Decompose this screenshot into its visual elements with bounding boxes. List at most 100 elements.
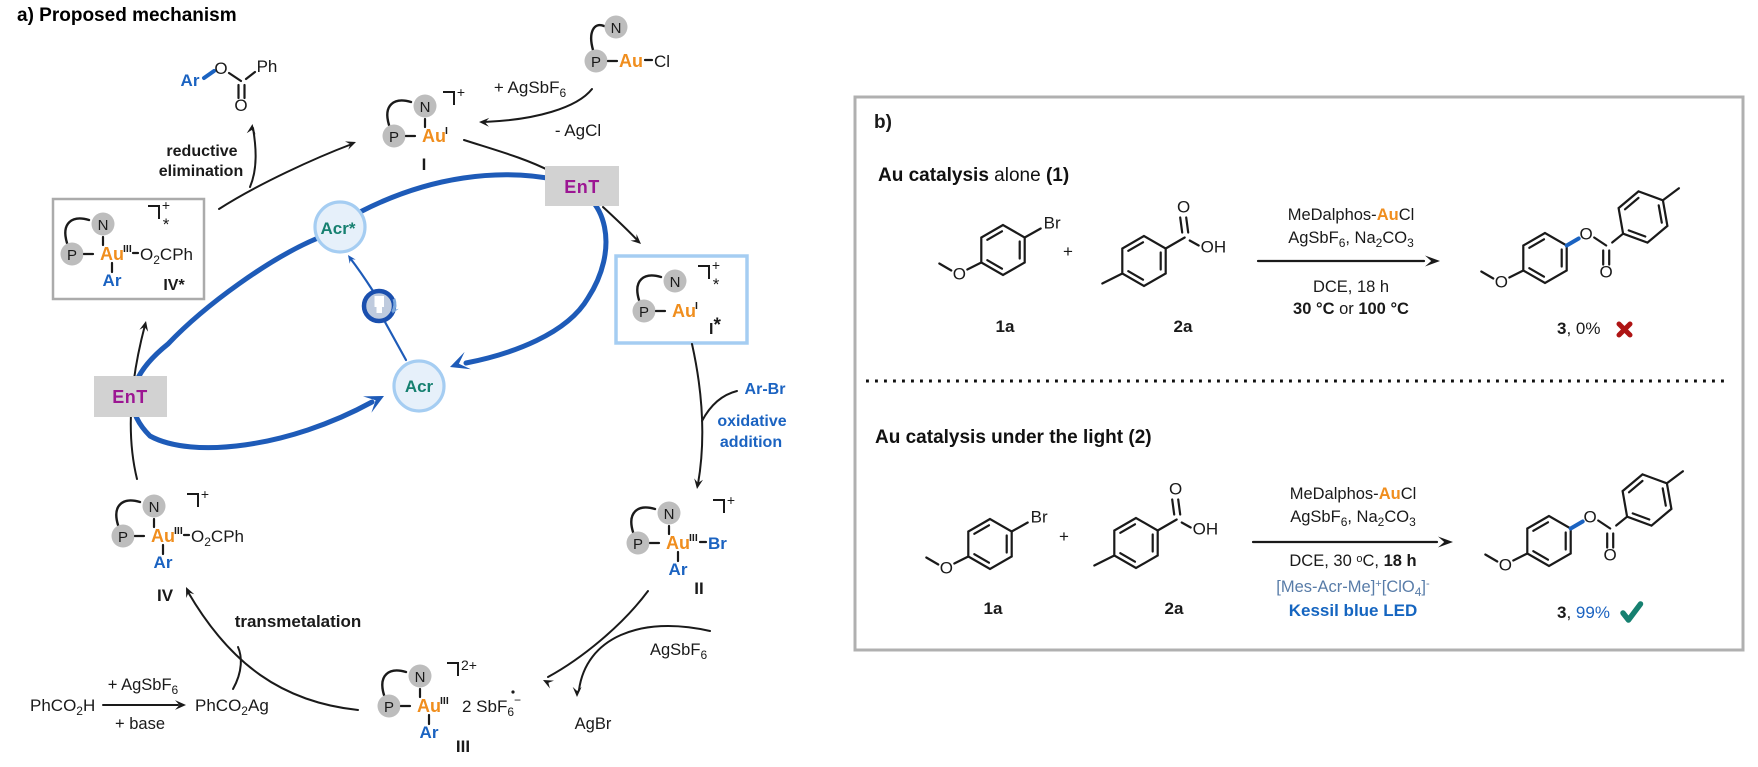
svg-text:2a: 2a (1174, 317, 1193, 336)
svg-text:O: O (1495, 273, 1508, 292)
svg-text:P: P (67, 247, 77, 264)
svg-text:2+: 2+ (461, 657, 477, 673)
svg-text:b): b) (874, 112, 892, 133)
svg-text:Acr: Acr (405, 377, 434, 396)
svg-text:2 SbF6−: 2 SbF6− (462, 693, 521, 719)
svg-text:O: O (1600, 263, 1613, 282)
svg-text:Ar-Br: Ar-Br (745, 381, 786, 398)
svg-text:N: N (415, 669, 426, 686)
svg-text:MeDalphos-AuCl: MeDalphos-AuCl (1288, 206, 1415, 224)
svg-text:I: I (445, 125, 448, 137)
svg-text:Ar: Ar (154, 553, 173, 572)
svg-text:P: P (633, 536, 643, 553)
svg-text:OH: OH (1201, 238, 1227, 257)
svg-text:oxidative: oxidative (717, 413, 786, 430)
svg-text:N: N (98, 217, 109, 234)
svg-text:addition: addition (720, 434, 782, 451)
svg-text:N: N (670, 274, 681, 291)
svg-text:+: + (1063, 242, 1073, 261)
svg-text:- AgCl: - AgCl (555, 121, 601, 140)
svg-text:P: P (118, 529, 128, 546)
svg-text:III: III (123, 243, 132, 255)
svg-text:+: + (727, 492, 735, 508)
svg-text:AgSbF6, Na2CO3: AgSbF6, Na2CO3 (1290, 508, 1416, 529)
svg-text:+: + (712, 257, 720, 273)
svg-text:III: III (456, 737, 470, 756)
svg-text:N: N (611, 20, 622, 37)
svg-text:Br: Br (1031, 508, 1048, 527)
svg-text:reductive: reductive (166, 143, 237, 160)
svg-text:III: III (440, 695, 449, 707)
svg-text:Ar: Ar (669, 560, 688, 579)
svg-text:a) Proposed mechanism: a) Proposed mechanism (17, 5, 237, 26)
svg-text:Au: Au (151, 526, 175, 546)
svg-text:AgBr: AgBr (575, 715, 612, 733)
svg-text:3, 99%: 3, 99% (1557, 603, 1610, 622)
svg-text:I: I (695, 300, 698, 312)
svg-text:Acr*: Acr* (321, 219, 356, 238)
svg-text:2a: 2a (1165, 599, 1184, 618)
svg-text:O: O (953, 265, 966, 284)
svg-text:O2CPh: O2CPh (140, 245, 193, 267)
svg-text:+: + (457, 84, 465, 100)
svg-text:Ar: Ar (181, 71, 200, 90)
svg-text:Au: Au (422, 126, 446, 146)
svg-text:*: * (713, 275, 720, 294)
svg-text:AgSbF6: AgSbF6 (650, 641, 707, 662)
svg-text:+ AgSbF6: + AgSbF6 (494, 78, 567, 100)
svg-text:I*: I* (709, 315, 721, 338)
svg-text:Au: Au (666, 533, 690, 553)
svg-text:III: III (174, 525, 183, 537)
svg-text:PhCO2Ag: PhCO2Ag (195, 696, 269, 718)
svg-text:O: O (214, 59, 227, 78)
svg-text:N: N (149, 499, 160, 516)
svg-text:O: O (1169, 480, 1182, 499)
svg-text:Au: Au (100, 244, 124, 264)
svg-text:Au: Au (619, 51, 643, 71)
svg-text:N: N (664, 506, 675, 523)
svg-text:Au catalysis alone (1): Au catalysis alone (1) (878, 165, 1069, 186)
svg-text:1a: 1a (996, 317, 1015, 336)
svg-text:O: O (1499, 556, 1512, 575)
svg-text:DCE, 18 h: DCE, 18 h (1313, 278, 1389, 296)
svg-text:Ar: Ar (420, 723, 439, 742)
svg-text:Ph: Ph (257, 57, 278, 76)
svg-text:Ar: Ar (103, 271, 122, 290)
svg-text:+: + (1059, 527, 1069, 546)
svg-text:I: I (422, 155, 427, 174)
svg-text:IV: IV (157, 586, 174, 605)
svg-text:O: O (234, 96, 247, 115)
svg-text:+: + (201, 486, 209, 502)
svg-text:II: II (694, 579, 703, 598)
svg-text:transmetalation: transmetalation (235, 612, 362, 631)
svg-text:PhCO2H: PhCO2H (30, 696, 95, 718)
svg-text:Au: Au (672, 301, 696, 321)
svg-text:30 °C or 100 °C: 30 °C or 100 °C (1293, 300, 1409, 318)
svg-text:IV*: IV* (163, 277, 185, 294)
svg-text:+: + (162, 197, 170, 213)
svg-text:[Mes-Acr-Me]+[ClO4]-: [Mes-Acr-Me]+[ClO4]- (1276, 578, 1430, 599)
svg-text:Cl: Cl (654, 52, 670, 71)
svg-text:O2CPh: O2CPh (191, 527, 244, 549)
svg-text:O: O (1177, 198, 1190, 217)
svg-text:Au: Au (417, 696, 441, 716)
svg-text:MeDalphos-AuCl: MeDalphos-AuCl (1290, 485, 1417, 503)
svg-text:O: O (1604, 546, 1617, 565)
svg-text:OH: OH (1193, 520, 1219, 539)
svg-text:+ AgSbF6: + AgSbF6 (108, 676, 179, 697)
svg-text:Br: Br (708, 534, 727, 553)
svg-text:EnT: EnT (564, 177, 600, 197)
svg-text:AgSbF6, Na2CO3: AgSbF6, Na2CO3 (1288, 229, 1414, 250)
svg-text:*: * (163, 215, 170, 234)
svg-text:EnT: EnT (112, 387, 148, 407)
svg-text:DCE, 30 oC, 18 h: DCE, 30 oC, 18 h (1289, 552, 1416, 570)
svg-text:P: P (639, 304, 649, 321)
svg-text:P: P (384, 699, 394, 716)
svg-text:3, 0%: 3, 0% (1557, 319, 1601, 338)
svg-text:P: P (591, 54, 601, 71)
svg-text:Br: Br (1044, 214, 1061, 233)
svg-text:O: O (1584, 508, 1597, 527)
svg-text:P: P (389, 129, 399, 146)
svg-text:Au catalysis under the light: Au catalysis under the light (2) (875, 427, 1152, 448)
svg-text:Kessil blue LED: Kessil blue LED (1289, 601, 1417, 620)
